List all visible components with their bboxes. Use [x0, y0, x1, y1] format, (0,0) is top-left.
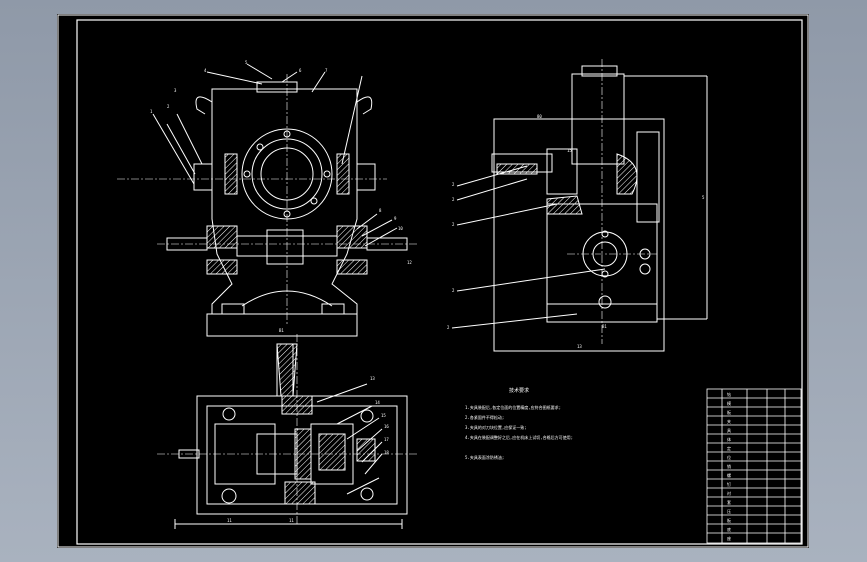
top-balloon-14: 14 [375, 400, 380, 405]
top-balloon-18: 18 [384, 450, 389, 455]
title-block-text: 钻 模 板 夹 具 体 定 位 销 螺 钉 衬 套 压 板 底 座 [727, 391, 731, 541]
front-balloon-2: 2 [167, 104, 170, 109]
side-balloon-4: 2 [452, 288, 455, 293]
top-balloon-13: 13 [370, 376, 375, 381]
tb-row-12: 衬 [727, 490, 731, 496]
side-view [451, 59, 708, 352]
front-balloon-9: 9 [394, 216, 397, 221]
front-balloon-3: 3 [174, 88, 177, 93]
front-balloons: 1 2 3 4 5 6 7 8 9 10 B1 12 [150, 60, 412, 333]
front-balloon-4: 4 [204, 68, 207, 73]
side-balloon-5: 2 [447, 325, 450, 330]
drawing-canvas: 1 2 3 4 5 6 7 8 9 10 B1 12 [57, 14, 809, 548]
side-balloons: 2 2 2 2 2 80 15 5 B1 13 [447, 114, 705, 349]
tb-row-13: 套 [727, 499, 731, 505]
notes-line-3: 3.夹具的对刀块位置,应保证一致; [465, 424, 527, 430]
drawing-sheet: 1 2 3 4 5 6 7 8 9 10 B1 12 [57, 14, 809, 548]
top-balloons: 13 14 15 16 17 18 11 11 [227, 376, 389, 523]
top-balloon-17: 17 [384, 437, 389, 442]
side-balloon-3: 2 [452, 222, 455, 227]
top-balloon-15: 15 [381, 413, 386, 418]
side-label-13: 13 [577, 344, 582, 349]
notes-title: 技术要求 [509, 387, 529, 394]
inner-border [76, 19, 803, 545]
top-dim-2: 11 [289, 518, 294, 523]
front-balloon-6: 6 [299, 68, 302, 73]
front-balloon-5: 5 [245, 60, 248, 65]
tb-row-1: 钻 [727, 391, 731, 397]
top-balloon-16: 16 [384, 424, 389, 429]
tb-row-6: 体 [727, 436, 731, 442]
side-balloon-2: 2 [452, 197, 455, 202]
tb-row-2: 模 [727, 400, 731, 406]
side-label-b1: B1 [602, 324, 607, 329]
tb-row-17: 座 [727, 535, 731, 541]
top-view [157, 334, 417, 529]
tb-row-4: 夹 [727, 418, 731, 424]
front-balloon-1: 1 [150, 109, 153, 114]
front-view [117, 63, 417, 337]
tb-row-14: 压 [727, 509, 731, 514]
side-dim-5: 5 [702, 195, 705, 200]
tb-row-7: 定 [727, 445, 731, 451]
front-balloon-10: 10 [398, 226, 403, 231]
tb-row-15: 板 [727, 517, 731, 523]
top-dim-1: 11 [227, 518, 232, 523]
front-label-12: 12 [407, 260, 412, 265]
notes-line-2: 2.各紧固件不得松动; [465, 414, 504, 420]
front-balloon-8: 8 [379, 208, 382, 213]
front-label-b1: B1 [279, 328, 284, 333]
side-balloon-1: 2 [452, 182, 455, 187]
tb-row-10: 螺 [727, 472, 731, 478]
outer-border [57, 14, 809, 548]
technical-notes: 技术要求 1.夹具装配后,各定位面的位置精度,应符合图纸要求; 2.各紧固件不得… [465, 387, 573, 460]
tb-row-8: 位 [727, 454, 731, 460]
tb-row-5: 具 [727, 427, 731, 433]
tb-row-16: 底 [727, 526, 731, 532]
front-balloon-7: 7 [325, 68, 328, 73]
notes-line-1: 1.夹具装配后,各定位面的位置精度,应符合图纸要求; [465, 404, 561, 410]
notes-line-5: 5.夹具表面涂防锈油; [465, 454, 504, 460]
side-dim-15: 15 [567, 148, 572, 153]
title-block [706, 388, 802, 544]
side-dim-80: 80 [537, 114, 542, 119]
notes-line-4: 4.夹具在装配调整好之后,应在机床上试切,合格后方可使用; [465, 434, 573, 440]
tb-row-11: 钉 [727, 481, 731, 487]
tb-row-9: 销 [727, 463, 731, 469]
tb-row-3: 板 [727, 409, 731, 415]
